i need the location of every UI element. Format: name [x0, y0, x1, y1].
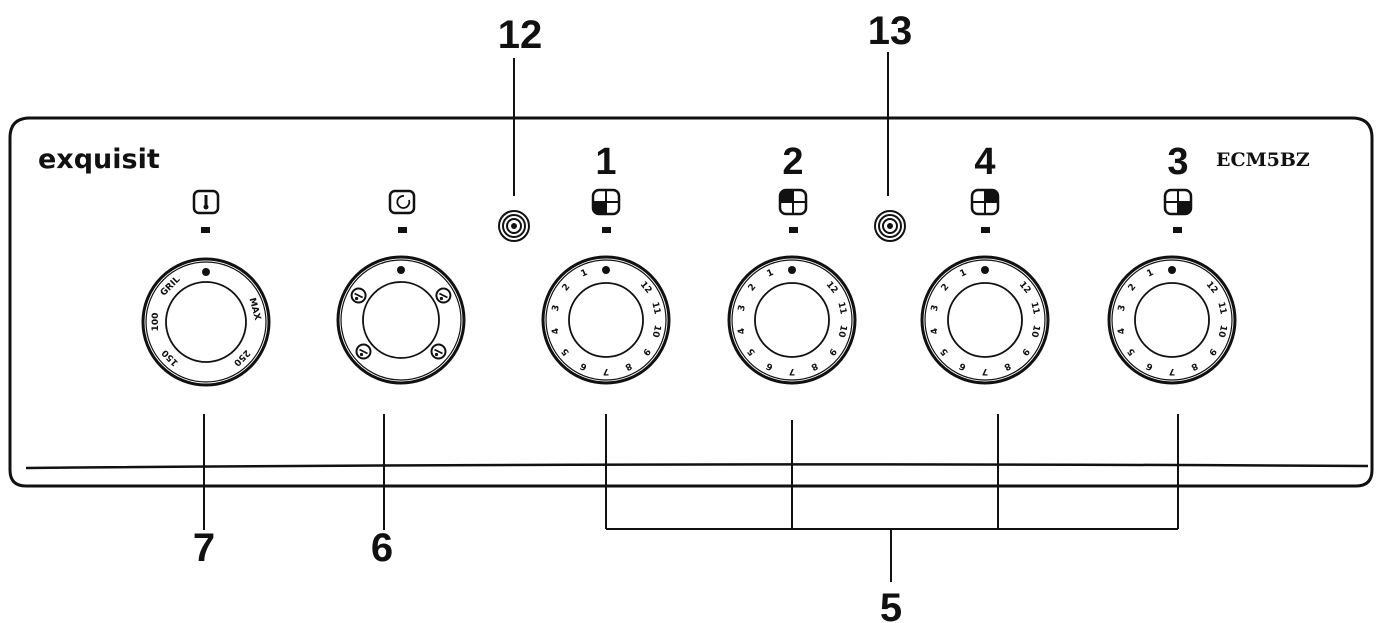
hotplate-scale-label: 7: [603, 366, 609, 376]
hotplate-scale-label: 9: [1206, 346, 1218, 357]
thermometer-icon: [192, 189, 220, 215]
knob-pointer-dot: [397, 266, 405, 274]
hotplate-scale-label: 3: [551, 304, 562, 312]
hotplate-scale-label: 11: [1028, 301, 1041, 315]
hotplate-label-1: 1: [595, 141, 616, 183]
knob-pointer-dot: [788, 266, 796, 274]
hotplate-scale-label: 8: [623, 360, 633, 372]
oven-mode-symbol: [350, 287, 367, 304]
hotplate-scale-label: 3: [930, 304, 941, 312]
hotplate-scale-label: 6: [1145, 360, 1155, 372]
knob-pointer-dot: [602, 266, 610, 274]
hotplate-scale-label: 9: [826, 346, 838, 357]
position-mark-hotplate-2: [789, 227, 798, 233]
hotplate-scale-label: 7: [789, 366, 795, 376]
hotplate-scale-label: 1: [765, 268, 775, 280]
oven-mode-symbol: [435, 287, 452, 304]
hotplate-scale-label: 3: [737, 304, 748, 312]
hotplate-scale-label: 5: [1126, 346, 1138, 357]
hotplate-scale-label: 6: [765, 360, 775, 372]
hotplate-scale-label: 7: [982, 366, 988, 376]
knob-pointer-dot: [1168, 266, 1176, 274]
hotplate-scale-label: 2: [1127, 282, 1139, 293]
callout-lamp-right: 13: [868, 9, 913, 53]
position-mark-hotplate-4: [981, 227, 990, 233]
indicator-lamp-left: [498, 210, 530, 242]
oven-function-knob[interactable]: [336, 255, 466, 385]
hotplate-scale-label: 6: [579, 360, 589, 372]
hotplate-scale-label: 4: [737, 327, 748, 335]
callout-oven-function: 6: [371, 526, 393, 570]
hotplate-label-3: 3: [1167, 141, 1188, 183]
hotplate-scale-label: 11: [835, 301, 848, 315]
hotplate-scale-label: 4: [1117, 327, 1128, 335]
hotplate-scale-label: 1: [958, 268, 968, 280]
hotplate-scale-label: 8: [1002, 360, 1012, 372]
hotplate-scale-label: 7: [1169, 366, 1175, 376]
hotplate-scale-label: 8: [1189, 360, 1199, 372]
oven-mode-symbol: [355, 343, 372, 360]
hotplate-scale-label: 10: [836, 324, 848, 338]
hotplate-scale-label: 6: [958, 360, 968, 372]
position-mark-function: [398, 227, 407, 233]
position-mark-hotplate-1: [602, 227, 611, 233]
hotplate-rear-right-icon: [970, 188, 1000, 216]
hotplate-scale-label: 9: [640, 346, 652, 357]
hotplate-scale-label: 11: [1215, 301, 1228, 315]
hotplate-scale-label: 11: [649, 301, 662, 315]
hotplate-front-right-icon: [1163, 188, 1193, 216]
hotplate-scale-label: 4: [930, 327, 941, 335]
hotplate-scale-label: 5: [560, 346, 572, 357]
thermostat-scale-label: 100: [151, 313, 161, 332]
hotplate-scale-label: 10: [1216, 324, 1228, 338]
hotplate-scale-label: 3: [1117, 304, 1128, 312]
hotplate-label-2: 2: [782, 141, 803, 183]
oven-mode-symbol: [430, 343, 447, 360]
position-mark-hotplate-3: [1173, 227, 1182, 233]
hotplate-label-4: 4: [974, 141, 995, 183]
hotplate-scale-label: 1: [579, 268, 589, 280]
hotplate-scale-label: 8: [809, 360, 819, 372]
model-label: ECM5BZ: [1216, 149, 1310, 171]
hotplate-front-left-icon: [778, 188, 808, 216]
hotplate-rear-left-icon: [591, 188, 621, 216]
brand-logo: exquisit: [38, 144, 160, 175]
hotplate-scale-label: 4: [551, 327, 562, 335]
hotplate-scale-label: 10: [1029, 324, 1041, 338]
indicator-lamp-right: [874, 210, 906, 242]
control-panel: [8, 116, 1374, 488]
position-mark-thermostat: [201, 227, 210, 233]
hotplate-scale-label: 2: [940, 282, 952, 293]
knob-pointer-dot: [202, 268, 210, 276]
hotplate-scale-label: 5: [939, 346, 951, 357]
oven-function-icon: [388, 189, 416, 215]
hotplate-scale-label: 2: [561, 282, 573, 293]
callout-thermostat: 7: [193, 526, 215, 570]
position-marks: [201, 227, 1182, 233]
hotplate-scale-label: 10: [650, 324, 662, 338]
hotplate-scale-label: 2: [747, 282, 759, 293]
callout-lamp-left: 12: [498, 13, 543, 57]
knob-pointer-dot: [981, 266, 989, 274]
leader-lines: [203, 52, 1179, 582]
hotplate-scale-label: 9: [1019, 346, 1031, 357]
hotplate-scale-label: 5: [746, 346, 758, 357]
hotplate-scale-label: 1: [1145, 268, 1155, 280]
callout-hotplates: 5: [880, 586, 902, 623]
